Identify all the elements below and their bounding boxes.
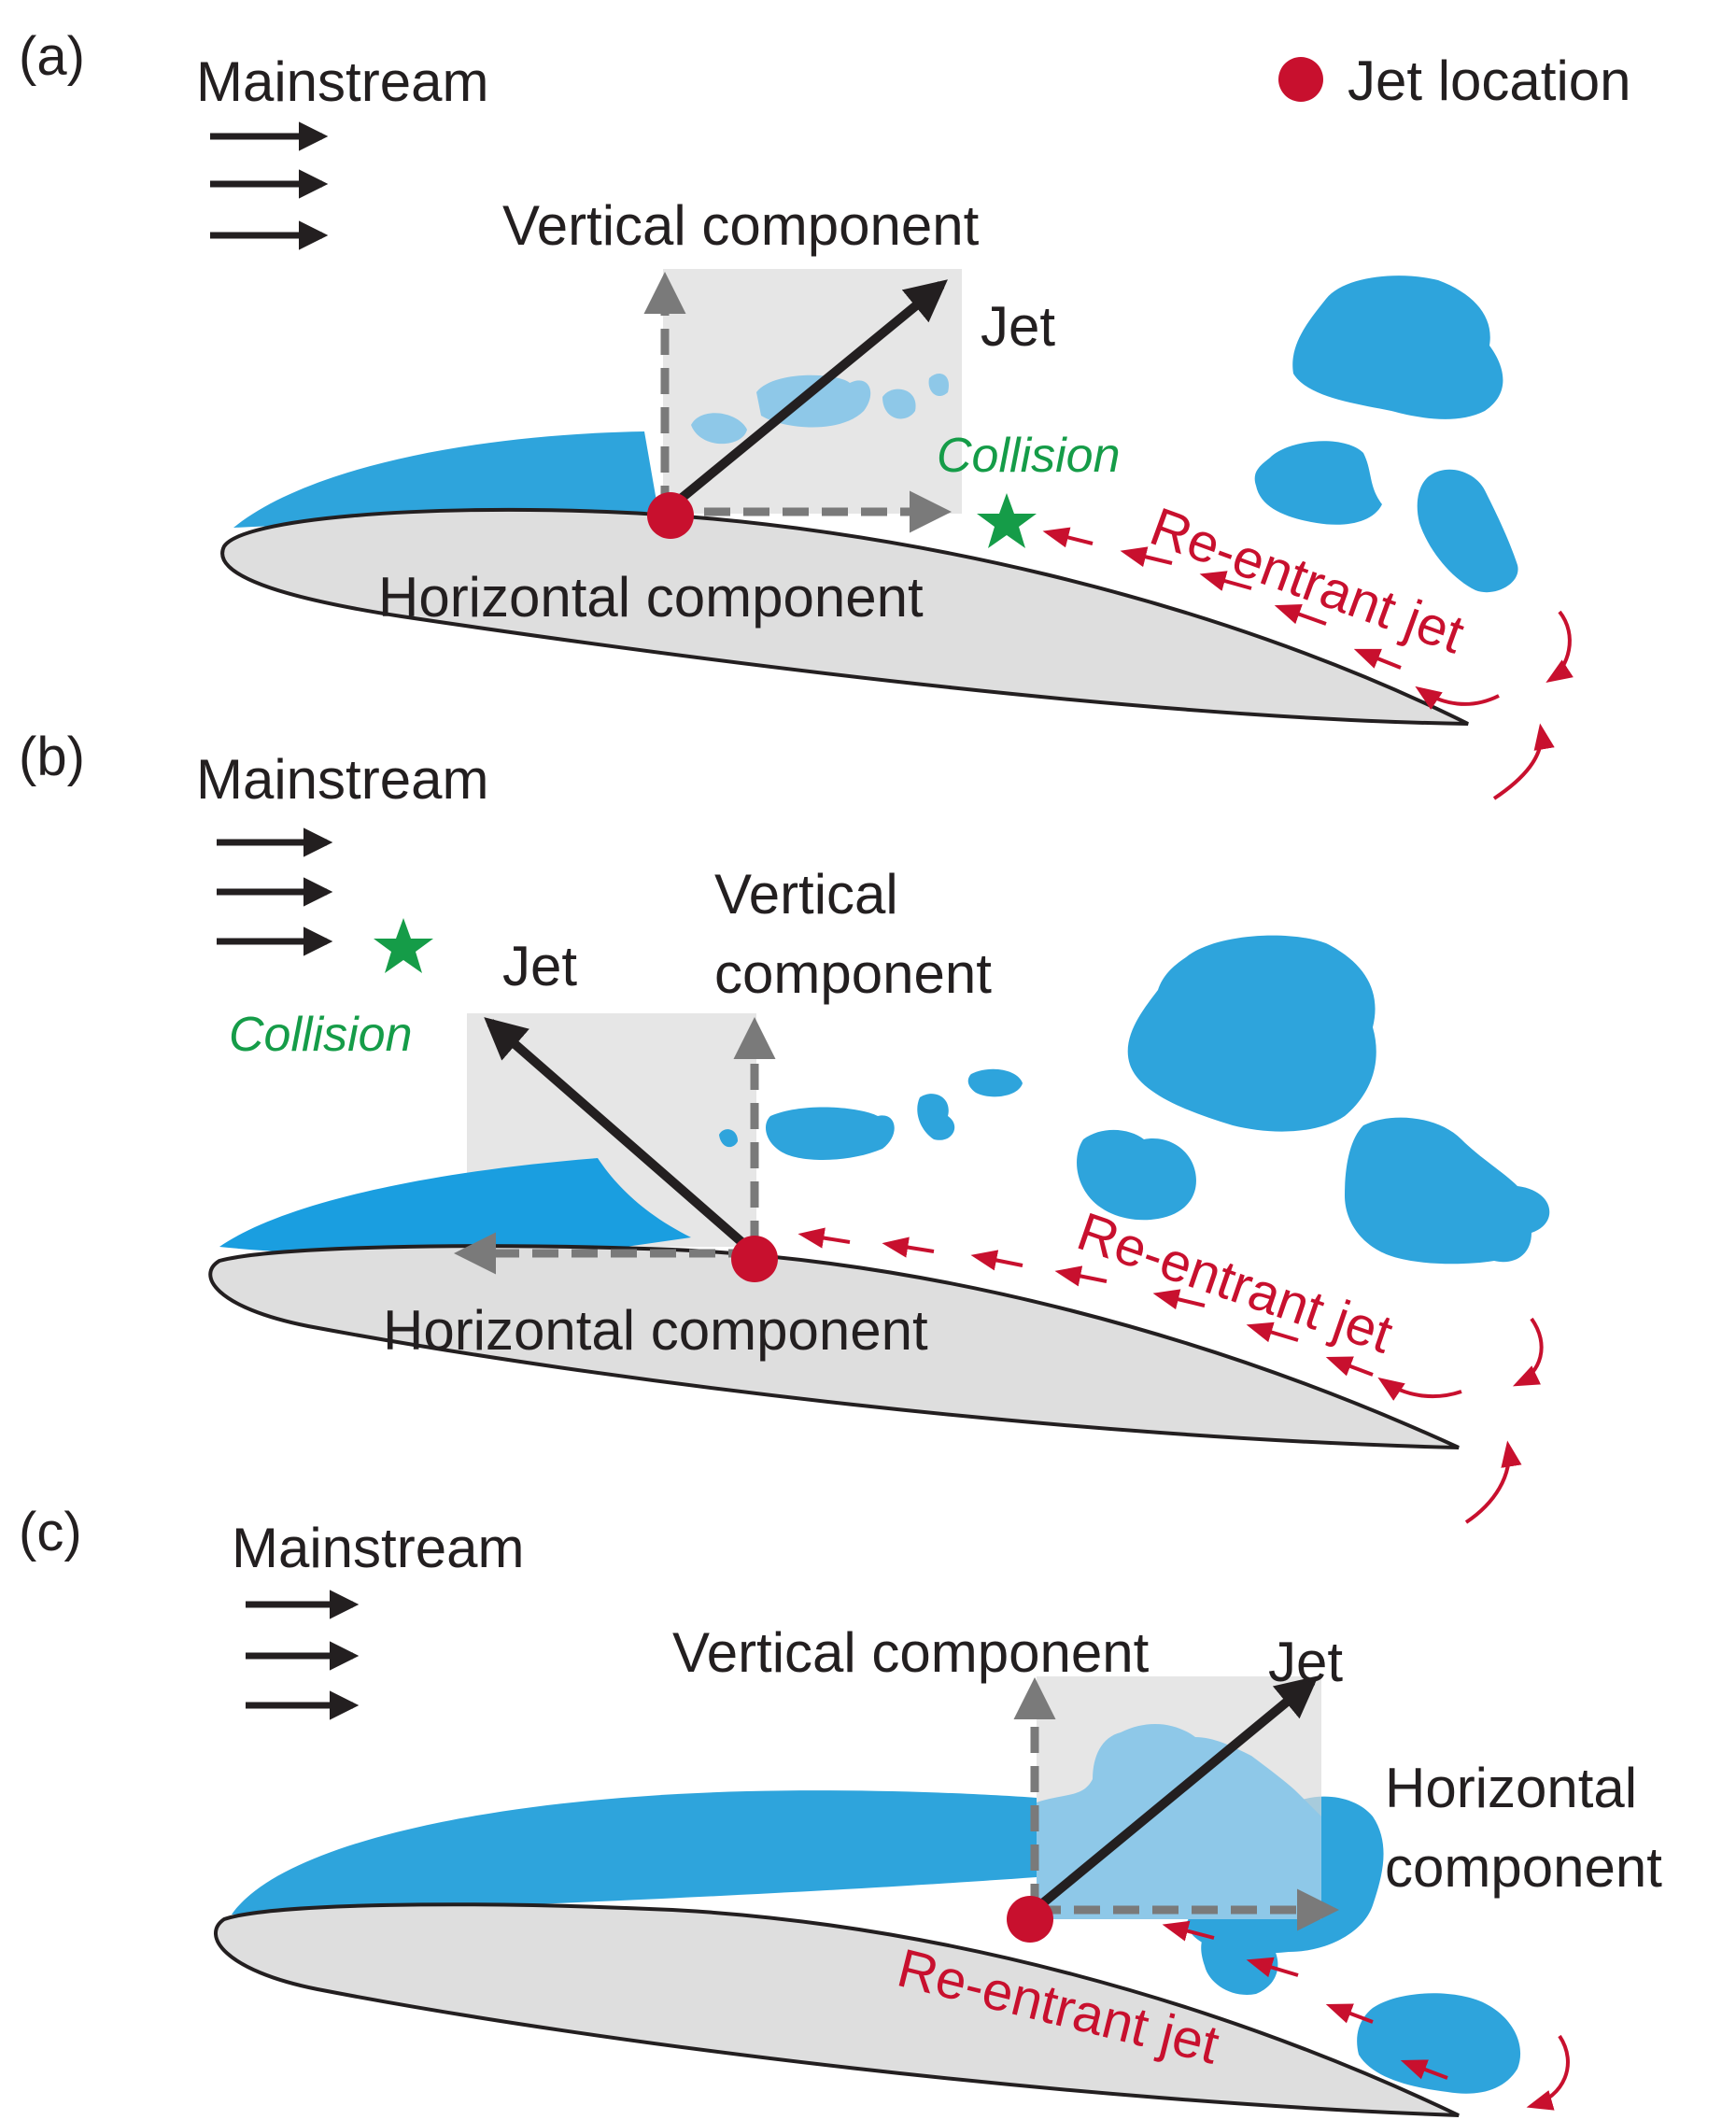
panel-a: (a) Mainstream Vertical component Jet Co… [19,26,1574,800]
re-entrant-arrow-icon [1246,1321,1299,1343]
panel-b-jet-label: Jet [502,935,577,997]
panel-a-jet-location-icon [647,492,694,539]
panel-a-hydrofoil [220,507,1469,726]
panel-a-label: (a) [19,26,85,87]
re-entrant-arrow-icon [1353,648,1402,670]
panel-a-jet-label: Jet [981,295,1055,358]
panel-a-mainstream-arrows [210,121,329,250]
re-entrant-arrow-icon [1152,1289,1206,1310]
panel-b-small-cavity [967,1068,1023,1097]
panel-b-mainstream-label: Mainstream [196,748,488,811]
re-entrant-arrow-icon [970,1250,1023,1271]
panel-a-small-cavity [691,413,747,445]
panel-c: (c) Mainstream Vertical component Jet Ho… [19,1502,1662,2117]
panel-b-hydrofoil [208,1244,1460,1449]
panel-c-label: (c) [19,1502,82,1562]
panel-c-vertical-label: Vertical component [672,1621,1150,1684]
panel-a-cloud-cavity [1254,441,1382,525]
panel-c-box-cavity [1037,1723,1321,1919]
re-entrant-curl-arrow-icon [1492,723,1555,800]
panel-a-small-cavity [928,374,949,397]
panel-a-jet-arrow [661,279,948,516]
re-entrant-arrow-icon [1274,604,1327,626]
panel-b-vertical-label-line2: component [714,942,992,1005]
panel-a-cloud-cavity [1292,276,1503,419]
panel-b-re-entrant-arrows [797,1227,1544,1524]
re-entrant-arrow-icon [797,1227,851,1249]
re-entrant-arrow-icon [1162,1920,1215,1942]
panel-c-cloud-cavity [1357,1993,1521,2094]
panel-a-vertical-label: Vertical component [502,194,980,257]
re-entrant-arrow-icon [882,1237,935,1258]
panel-b-vertical-label-line1: Vertical [714,863,898,926]
panel-a-attached-cavity [233,431,658,528]
re-entrant-arrow-icon [1054,1265,1108,1287]
panel-c-horizontal-label-line2: component [1385,1836,1662,1899]
re-entrant-arrow-icon [1042,527,1094,548]
jet-location-marker-icon [1278,57,1323,102]
legend: Jet location [1278,49,1631,112]
panel-a-re-entrant-arrows [1042,527,1574,800]
panel-b-cloud-cavity [1077,1129,1196,1221]
panel-a-collision-label: Collision [937,429,1121,483]
panel-c-jet-label: Jet [1268,1631,1343,1693]
panel-b-mainstream-arrows [217,827,333,956]
re-entrant-arrow-icon [1400,2059,1448,2080]
panel-a-cloud-cavity [1417,469,1518,593]
re-entrant-arrow-icon [1246,1957,1299,1978]
re-entrant-curl-arrow-icon [1512,1317,1544,1387]
panel-b-label: (b) [19,727,85,787]
panel-b-jet-arrow [484,1017,751,1251]
re-entrant-curl-arrow-icon [1377,1377,1462,1401]
panel-a-collision-star-icon [977,493,1037,548]
re-entrant-arrow-icon [1199,571,1252,591]
panel-c-attached-cavity [232,1790,1037,1915]
panel-c-jet-arrow [1031,1675,1319,1914]
panel-b-collision-label: Collision [229,1008,413,1062]
panel-b-jet-location-icon [731,1236,778,1282]
panel-c-hydrofoil [214,1902,1460,2117]
panel-b-small-cavity [766,1107,895,1160]
panel-c-horizontal-label-line1: Horizontal [1385,1757,1637,1819]
panel-b-small-cavity [917,1094,955,1140]
panel-b-cloud-cavity [1127,935,1376,1132]
re-entrant-curl-arrow-icon [1526,2034,1570,2111]
panel-c-mainstream-label: Mainstream [232,1517,524,1579]
panel-b: (b) Mainstream Collision Vertical compon… [19,727,1550,1524]
panel-c-jet-location-icon [1007,1896,1053,1943]
legend-jet-location-label: Jet location [1348,49,1631,112]
re-entrant-arrow-icon [1325,2003,1374,2024]
panel-a-mainstream-label: Mainstream [196,50,488,113]
panel-c-re-entrant-arrows [1162,1920,1570,2111]
panel-b-attached-cavity [219,1158,691,1256]
panel-a-small-cavity [882,389,916,419]
re-entrant-curl-arrow-icon [1545,610,1574,684]
re-entrant-arrow-icon [1325,1356,1374,1377]
re-entrant-curl-arrow-icon [1415,685,1500,710]
panel-b-small-cavity [719,1129,738,1148]
panel-a-horizontal-label: Horizontal component [378,566,924,629]
panel-b-collision-star-icon [374,918,433,973]
re-entrant-curl-arrow-icon [1464,1440,1522,1524]
re-entrant-arrow-icon [1120,546,1173,568]
panel-b-cloud-cavity [1345,1117,1550,1265]
panel-c-mainstream-arrows [246,1590,360,1720]
panel-b-horizontal-label: Horizontal component [383,1299,928,1362]
